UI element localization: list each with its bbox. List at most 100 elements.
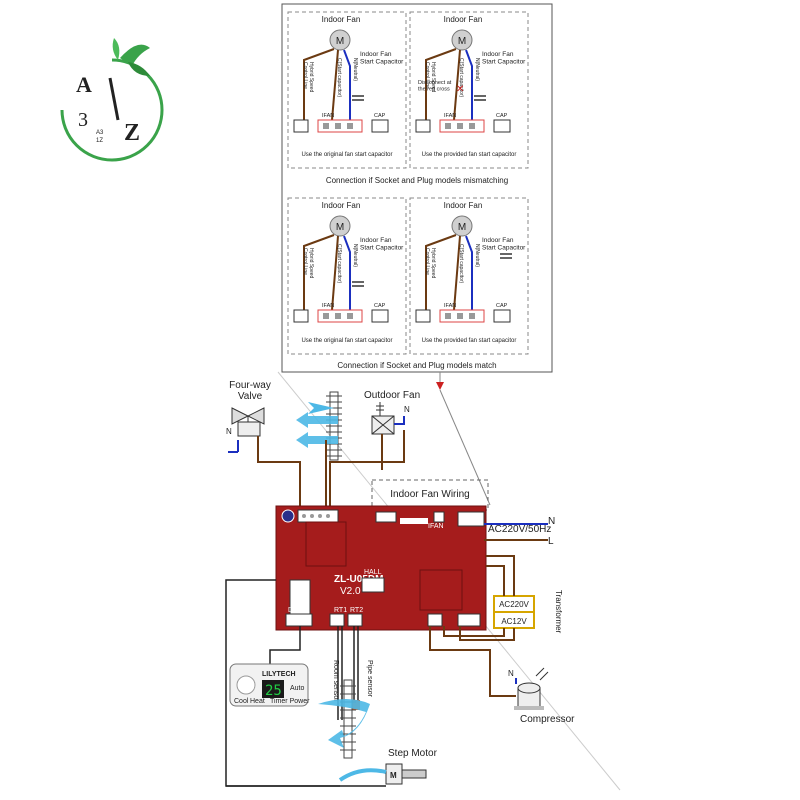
board-version: V2.0 [340,586,361,597]
valve-coil [237,421,261,437]
hybrid-line-label: Hybrid SpeedControl Line [424,248,436,279]
display-brand: LILYTECH [262,671,296,678]
svg-text:RT1: RT1 [334,607,347,614]
motor-label: M [336,222,344,233]
svg-text:1Z: 1Z [96,138,103,144]
terminal-block [293,119,389,133]
terminal-block [293,309,389,323]
c-start-label: C(Start capacitor) [336,244,342,284]
ifan-label: IFAN [322,113,334,119]
red-cross-icon: ✕ [456,84,464,95]
control-board: ZL-U05DM V2.0 HALL IFAN D15 RT1 RT2 [275,505,487,631]
panel-title: Indoor Fan [322,201,361,210]
c-start-label: C(Start capacitor) [458,58,464,98]
step-motor: Step Motor M [338,748,438,785]
c-start-label: C(Start capacitor) [336,58,342,98]
svg-text:AC220V: AC220V [499,600,529,609]
panel-title: Indoor Fan [444,15,483,24]
motor-label: M [458,36,466,47]
svg-text:Room sensor: Room sensor [332,660,339,702]
cap-label: CAP [374,303,386,309]
pipe-sensor: Pipe sensor [352,626,373,710]
motor-label: M [336,36,344,47]
svg-text:Timer Power: Timer Power [270,698,310,705]
board-model: ZL-U05DM [334,574,383,585]
svg-text:Step Motor: Step Motor [388,748,438,759]
svg-text:Cool: Cool [234,698,249,705]
cap-label: CAP [496,303,508,309]
svg-text:D15: D15 [288,607,301,614]
caption-mismatch: Connection if Socket and Plug models mis… [326,176,508,185]
svg-text:Auto: Auto [290,685,305,692]
terminal-block [415,309,511,323]
indoor-fan-wiring-label: Indoor Fan Wiring [390,489,469,500]
hybrid-line-label: Hybrid SpeedControl Line [302,248,314,279]
caption-match: Connection if Socket and Plug models mat… [337,361,496,370]
logo-letter-3: 3 [78,109,88,131]
panel-caption: Use the original fan start capacitor [301,338,392,344]
svg-text:Pipe sensor: Pipe sensor [366,660,373,698]
ifan-label: IFAN [322,303,334,309]
svg-text:Outdoor Fan: Outdoor Fan [364,390,420,401]
brand-logo: A Z 3 A3 1Z [59,38,164,162]
svg-text:N: N [226,427,232,436]
cap-label: CAP [496,113,508,119]
motor-icon [451,215,473,237]
logo-letter-a: A [76,72,92,97]
svg-text:N: N [508,669,514,678]
outdoor-fan: Outdoor Fan N [296,390,420,461]
svg-text:Transformer: Transformer [554,590,563,634]
svg-text:IFAN: IFAN [428,523,444,530]
panel-title: Indoor Fan [444,201,483,210]
svg-text:Compressor: Compressor [520,714,575,725]
motor-icon [329,29,351,51]
airflow-arrow-icon [308,402,334,414]
ifan-label: IFAN [444,303,456,309]
svg-text:L: L [548,536,554,547]
cap-label: CAP [374,113,386,119]
evaporator-coil [340,679,356,759]
motor-icon [451,29,473,51]
ifan-label: IFAN [444,113,456,119]
logo-small-text: A3 [96,130,104,136]
svg-text:N: N [404,405,410,414]
display-value: 25 [265,683,282,699]
svg-text:N: N [548,516,555,527]
terminal-block [415,119,511,133]
svg-text:AC12V: AC12V [501,617,527,626]
motor-label: M [458,222,466,233]
panel-caption: Use the original fan start capacitor [301,152,392,158]
leaf-icon [120,44,150,66]
transformer: AC220V AC12V Transformer [493,590,563,634]
svg-text:HALL: HALL [364,569,382,576]
airflow-curve-icon [318,699,370,748]
n-neutral-label: N(Neutral) [474,244,480,267]
hybrid-line-label: Hybrid SpeedControl Line [424,62,436,93]
hybrid-line-label: Hybrid SpeedControl Line [302,62,314,93]
logo-letter-z: Z [124,120,140,146]
motor-icon [329,215,351,237]
svg-text:M: M [390,771,397,780]
panel-caption: Use the provided fan start capacitor [422,152,517,158]
panel-title: Indoor Fan [322,15,361,24]
svg-text:Heat: Heat [250,698,265,705]
n-neutral-label: N(Neutral) [352,244,358,267]
n-neutral-label: N(Neutral) [352,58,358,81]
compressor: Compressor N [508,667,575,725]
power-label: AC220V/50Hz [488,524,551,535]
svg-text:RT2: RT2 [350,607,363,614]
c-start-label: C(Start capacitor) [458,244,464,284]
display-panel: LILYTECH 25 Auto Cool Heat Timer Power [229,663,310,707]
